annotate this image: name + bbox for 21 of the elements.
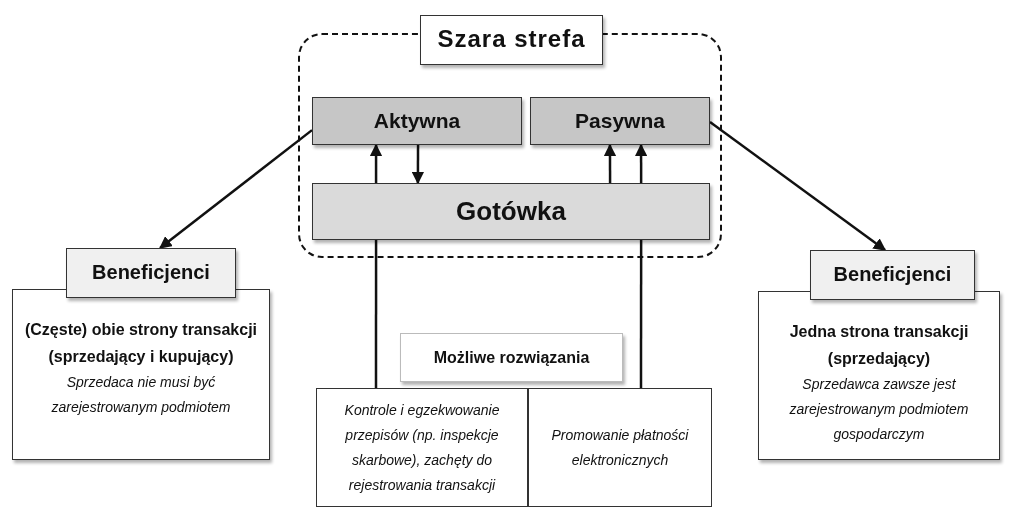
arrow [634,143,648,183]
heading-box: Możliwe rozwiązania [400,333,623,382]
solution-box: Kontrole i egzekwowanie przepisów (np. inspekcje skarbowe), zachęty do rejestrowania transakcji [316,388,528,507]
description-text: (Częste) obie strony transakcji (sprzedający i kupujący) [23,320,259,367]
arrow [411,145,425,185]
group-title: Szara strefa [420,15,603,65]
arrow [369,143,383,183]
process-box: Pasywna [530,97,710,145]
note-text: Sprzedawca zawsze jest zarejestrowanym podmiotem gospodarczym [788,375,970,444]
arrow [603,143,617,183]
description-text: Jedna strona transakcji (sprzedający) [788,322,970,369]
arrow [159,129,313,249]
note-text: Sprzedaca nie musi być zarejestrowanym podmiotem [50,373,232,417]
arrow [709,120,887,251]
process-box: Gotówka [312,183,710,240]
heading: Beneficjenci [66,248,236,298]
process-box: Aktywna [312,97,522,145]
connector-line [639,240,643,388]
heading: Beneficjenci [810,250,975,300]
connector-line [374,240,378,388]
solution-box: Promowanie płatności elektronicznych [528,388,712,507]
